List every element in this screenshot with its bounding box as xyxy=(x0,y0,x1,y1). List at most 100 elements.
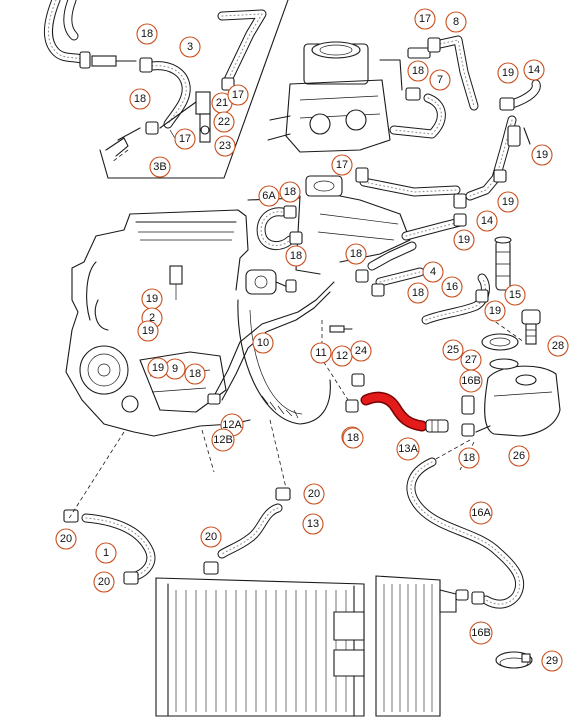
callout-label: 3 xyxy=(187,41,193,53)
sensor-16B xyxy=(461,395,475,415)
thermostat-clamp xyxy=(285,279,297,293)
callout-13: 13 xyxy=(302,513,324,535)
carburettor-flange xyxy=(305,175,343,197)
tank-clamp xyxy=(461,423,475,437)
hose-4 xyxy=(367,241,425,287)
callout-19: 19 xyxy=(453,229,475,251)
callout-8: 8 xyxy=(445,11,467,33)
callout-label: 12B xyxy=(213,434,233,446)
callout-16: 16 xyxy=(441,276,463,298)
inset-seal-ring xyxy=(200,125,210,135)
hose-13-clamp xyxy=(203,561,219,575)
callout-18: 18 xyxy=(407,60,429,82)
callout-3: 3 xyxy=(179,36,201,58)
carburettor-assembly xyxy=(247,41,431,275)
callout-19: 19 xyxy=(497,191,519,213)
callout-10: 10 xyxy=(252,332,274,354)
hose-13A-pipe xyxy=(425,419,449,433)
hose-14-clamp-lower xyxy=(493,169,507,183)
callout-label: 18 xyxy=(350,248,362,260)
callout-label: 17 xyxy=(179,133,191,145)
callout-17: 17 xyxy=(331,154,353,176)
callout-label: 18 xyxy=(463,452,475,464)
callout-18: 18 xyxy=(184,363,206,385)
callout-label: 13 xyxy=(307,518,319,530)
callout-17: 17 xyxy=(227,84,249,106)
tank-seal-25-27 xyxy=(481,333,519,370)
callout-19: 19 xyxy=(141,288,163,310)
callout-label: 20 xyxy=(98,576,110,588)
callout-label: 28 xyxy=(552,340,564,352)
callout-label: 19 xyxy=(502,196,514,208)
callout-label: 20 xyxy=(308,488,320,500)
callout-16B: 16B xyxy=(459,369,483,393)
callout-label: 18 xyxy=(284,186,296,198)
callout-label: 27 xyxy=(465,354,477,366)
hose-16 xyxy=(421,273,490,325)
hose-13A-clamp xyxy=(345,399,359,413)
callout-18: 18 xyxy=(285,245,307,267)
callout-label: 2 xyxy=(149,312,155,324)
callout-6A: 6A xyxy=(258,185,280,207)
callout-19: 19 xyxy=(137,320,159,342)
callout-19: 19 xyxy=(497,62,519,84)
sleeve-24 xyxy=(351,373,365,387)
hose-6A xyxy=(256,207,295,250)
hose-16-clamp xyxy=(475,289,489,303)
callout-label: 3B xyxy=(153,161,166,173)
hose-8-clamp xyxy=(427,37,441,53)
radiator-rear xyxy=(375,575,469,717)
callout-label: 14 xyxy=(481,215,493,227)
connector-15 xyxy=(494,236,512,291)
inset-clamp xyxy=(139,57,153,73)
callout-16B: 16B xyxy=(469,621,493,645)
callout-25: 25 xyxy=(442,339,464,361)
hose-19-clamp xyxy=(453,213,467,227)
callout-3B: 3B xyxy=(149,156,171,178)
callout-label: 18 xyxy=(290,250,302,262)
hose-14-clamp xyxy=(499,97,515,111)
inset-t-piece xyxy=(91,55,117,67)
callout-20: 20 xyxy=(55,528,77,550)
hose-4-clamp xyxy=(355,269,369,283)
callout-4: 4 xyxy=(422,261,444,283)
hose-16A xyxy=(406,457,525,609)
callout-24: 24 xyxy=(350,340,372,362)
bolt-12 xyxy=(329,325,353,333)
callout-label: 18 xyxy=(189,368,201,380)
callout-label: 9 xyxy=(172,363,178,375)
callout-label: 4 xyxy=(430,266,436,278)
flywheel-teeth xyxy=(261,395,299,419)
hose-6A-clamp xyxy=(283,205,297,219)
callout-15: 15 xyxy=(504,284,526,306)
callout-label: 10 xyxy=(257,337,269,349)
callout-21: 21 xyxy=(211,92,233,114)
callout-label: 19 xyxy=(502,67,514,79)
callout-label: 16B xyxy=(461,375,481,387)
callout-label: 14 xyxy=(528,64,540,76)
callout-20: 20 xyxy=(93,571,115,593)
callout-13A: 13A xyxy=(396,437,420,461)
callout-label: 18 xyxy=(134,93,146,105)
callout-label: 15 xyxy=(509,289,521,301)
hose-6A-clamp xyxy=(289,231,303,245)
callout-18: 18 xyxy=(279,181,301,203)
callout-27: 27 xyxy=(460,349,482,371)
radiator-core-fins xyxy=(175,590,347,712)
hose-17-carb xyxy=(359,177,461,197)
inset-hose-3 xyxy=(147,61,191,129)
inset-detail-panel xyxy=(44,0,289,179)
callout-label: 18 xyxy=(347,432,359,444)
hose-13 xyxy=(217,503,283,559)
callout-28: 28 xyxy=(547,335,569,357)
callout-label: 21 xyxy=(216,97,228,109)
engine-sensor xyxy=(169,265,183,285)
callout-label: 8 xyxy=(453,16,459,28)
callout-16A: 16A xyxy=(469,501,493,525)
callout-label: 6A xyxy=(262,190,276,202)
hose-14-fitting xyxy=(507,125,521,147)
hose-17-clamp xyxy=(355,167,369,183)
callout-19: 19 xyxy=(531,144,553,166)
callout-18: 18 xyxy=(458,447,480,469)
